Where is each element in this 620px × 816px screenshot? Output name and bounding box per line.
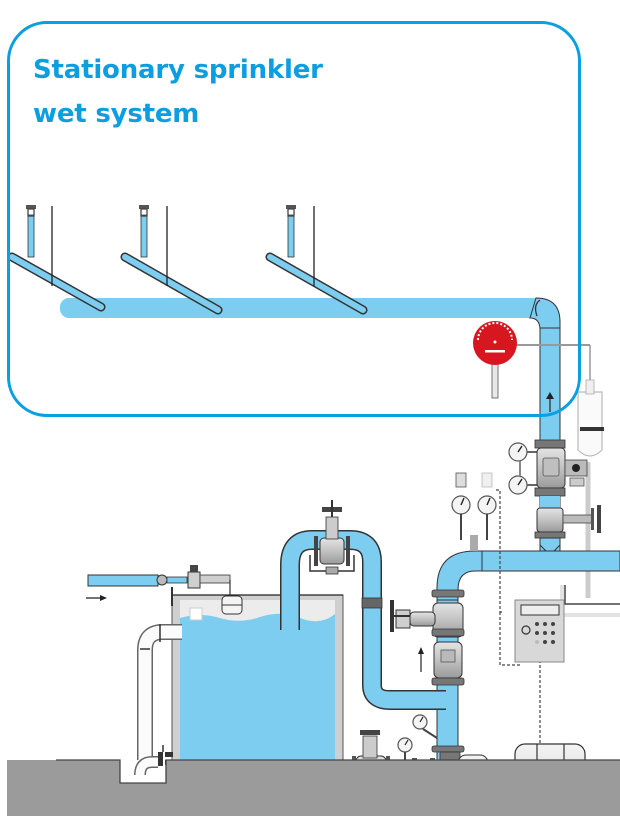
branch-pipe-2 (120, 205, 223, 315)
branch-pipe-1 (7, 205, 106, 312)
distribution-main-pipe (60, 297, 561, 331)
pressure-gauge-icon (508, 475, 528, 495)
ground-floor (7, 759, 620, 816)
sprinkler-head-icon (26, 205, 36, 217)
pressure-tank (577, 379, 604, 598)
overflow-pipe (137, 607, 203, 760)
control-buttons (535, 622, 555, 644)
control-panel (514, 599, 565, 744)
test-gauge-cluster (451, 472, 520, 666)
flow-arrow-icon (546, 392, 554, 399)
water-tank (171, 594, 344, 761)
flow-arrow-icon (100, 595, 107, 601)
pressure-gauge-icon (412, 714, 438, 739)
sprinkler-head-icon (139, 205, 149, 217)
pressure-gauge-icon (451, 495, 471, 515)
alarm-bell-icon (473, 321, 591, 399)
flow-arrow-icon (418, 647, 424, 654)
tank-water (180, 613, 335, 760)
alarm-valve-assembly (508, 439, 601, 556)
bypass-loop-pipe (280, 500, 446, 710)
pressure-gauge-icon (477, 495, 497, 515)
float-ball-icon (221, 595, 243, 615)
test-drain-pipe (560, 585, 620, 617)
title-line-1: Stationary sprinkler (33, 55, 323, 85)
sprinkler-head-icon (286, 205, 296, 217)
branch-pipe-3 (265, 205, 368, 315)
pressure-gauge-icon (397, 737, 413, 762)
inlet-pipe (86, 565, 243, 615)
diagram-title: Stationary sprinkler wet system (33, 48, 323, 136)
title-line-2: wet system (33, 99, 200, 129)
pressure-gauge-icon (508, 442, 528, 462)
gate-valve (390, 600, 436, 632)
pump-discharge-riser (418, 589, 465, 766)
